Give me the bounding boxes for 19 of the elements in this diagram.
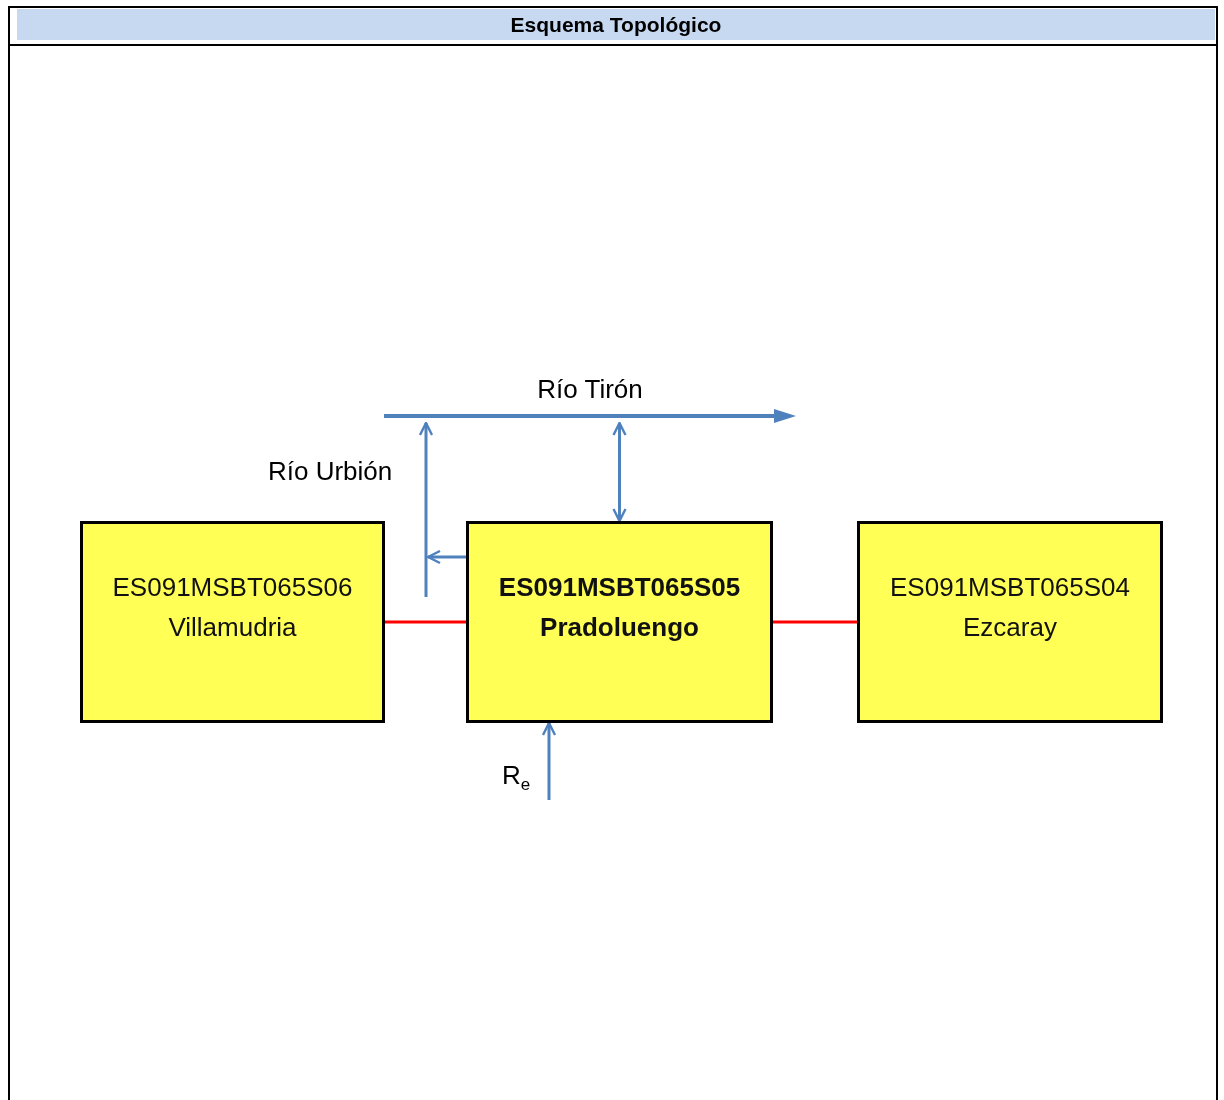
name-text: Ezcaray [963,611,1057,644]
arrow [418,421,434,597]
water-body-box [466,521,773,723]
edge-label: Río Urbión [268,456,393,486]
arrow [612,421,627,523]
title: Esquema Topológico [17,9,1215,40]
water-body-box [80,521,385,723]
arrow [541,721,557,800]
name-text: Pradoluengo [540,611,699,644]
code-text: ES091MSBT065S05 [498,571,741,604]
water-body-box [857,521,1163,723]
arrow [426,549,466,565]
edge-label: R$_{e}$ [502,760,531,797]
name-text: Villamudria [168,611,297,644]
connector-line [385,620,466,624]
code-text: ES091MSBT065S04 [890,571,1130,604]
code-text: ES091MSBT065S06 [112,571,353,604]
connector-line [773,620,857,624]
river-name: Río Tirón [536,374,644,405]
